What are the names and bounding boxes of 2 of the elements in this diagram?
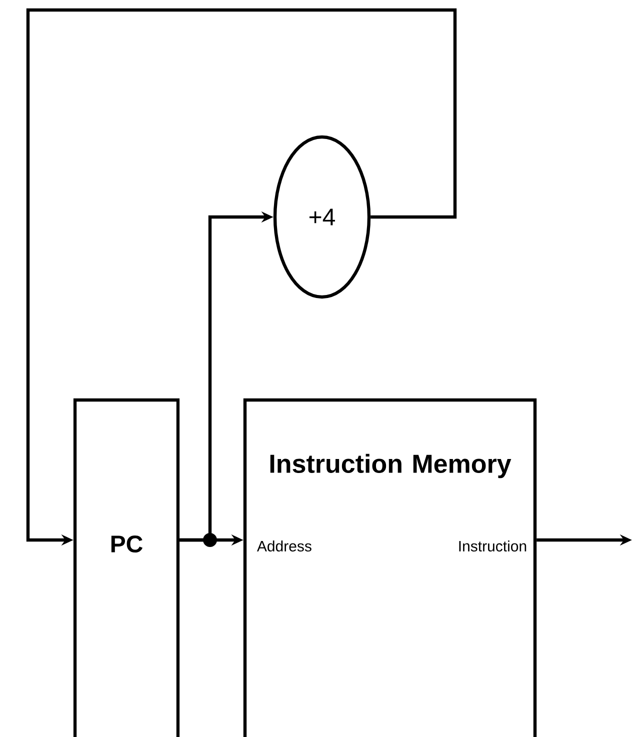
register-box: PC	[73, 398, 180, 737]
memory-box: Instruction Memory Address Instruction	[243, 398, 537, 737]
